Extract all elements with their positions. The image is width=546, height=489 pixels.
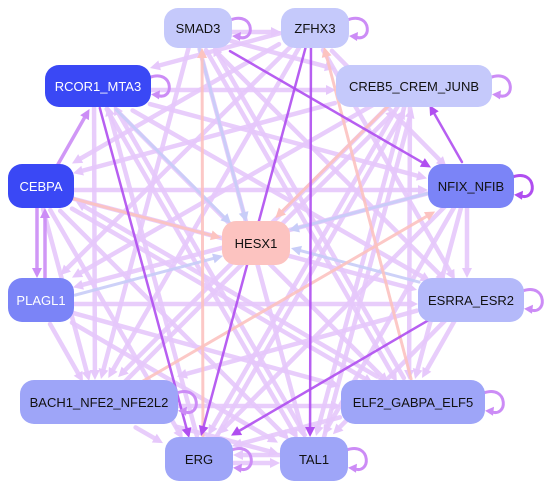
edge-zfhx3-bach1-28: [108, 43, 303, 378]
edge-nfix-creb5-0: [429, 105, 464, 164]
node-label-bach1-nfe2-nfe2l2: BACH1_NFE2_NFE2L2: [29, 394, 169, 410]
node-cebpa[interactable]: CEBPA: [8, 164, 74, 208]
edge-esrra-bach1-58: [176, 308, 420, 379]
self-loop-esrra: [521, 288, 544, 314]
node-tal1[interactable]: TAL1: [280, 437, 348, 481]
edge-plagl1-bach1-57: [47, 321, 84, 382]
edge-zfhx3-plagl1-27: [60, 42, 295, 276]
edge-creb5-hesx1-9: [275, 102, 392, 219]
edge-esrra-hesx1-17: [291, 245, 421, 284]
edge-plagl1-hesx1-16: [73, 253, 224, 297]
edge-esrra-erg-4: [230, 317, 433, 436]
node-zfhx3[interactable]: ZFHX3: [281, 8, 349, 48]
node-smad3[interactable]: SMAD3: [164, 8, 232, 48]
self-loop-elf2: [482, 390, 505, 416]
edge-cebpa-hesx1-13: [71, 197, 221, 241]
edge-tal1-creb5-72: [321, 108, 415, 441]
node-plagl1[interactable]: PLAGL1: [8, 278, 74, 322]
edge-rcor1-bach1-36: [89, 104, 100, 381]
edge-zfhx3-tal1-5: [305, 46, 316, 437]
self-loop-creb5: [489, 74, 512, 100]
edge-elf2-zfhx3-12: [321, 46, 413, 381]
edge-creb5-cebpa-37: [72, 100, 338, 176]
edge-elf2-erg-64: [231, 415, 343, 449]
node-label-zfhx3: ZFHX3: [294, 20, 336, 36]
edge-erg-smad3-10: [197, 47, 208, 439]
node-elf2-gabpa-elf5[interactable]: ELF2_GABPA_ELF5: [341, 380, 485, 424]
node-label-erg: ERG: [184, 451, 214, 467]
edge-plagl1-esrra-54: [71, 299, 418, 309]
node-erg[interactable]: ERG: [165, 437, 233, 481]
edge-plagl1-tal1-56: [69, 320, 278, 443]
edge-bach1-nfix-11: [137, 211, 436, 385]
node-label-elf2-gabpa-elf5: ELF2_GABPA_ELF5: [352, 394, 474, 410]
edge-cebpa-rcor1-8: [55, 108, 90, 168]
self-loop-rcor1: [148, 74, 171, 100]
node-bach1-nfe2-nfe2l2[interactable]: BACH1_NFE2_NFE2L2: [20, 380, 178, 424]
node-label-smad3: SMAD3: [175, 20, 221, 36]
node-label-esrra-esr2: ESRRA_ESR2: [428, 292, 514, 308]
edge-cebpa-plagl1-6: [32, 206, 42, 278]
self-loop-tal1: [345, 447, 368, 473]
edge-nfix-hesx1-15: [288, 192, 429, 233]
edge-plagl1-cebpa-7: [40, 208, 50, 280]
edge-creb5-erg-40: [208, 102, 401, 436]
edge-smad3-bach1-21: [98, 44, 192, 379]
node-label-nfix-nfib: NFIX_NFIB: [437, 178, 505, 194]
edge-smad3-hesx1-14: [198, 47, 249, 223]
edge-erg-creb5-70: [212, 108, 406, 442]
edge-rcor1-hesx1-18: [114, 108, 232, 224]
node-label-creb5-crem-junb: CREB5_CREM_JUNB: [348, 78, 480, 94]
edge-smad3-nfix-3: [228, 49, 431, 168]
node-label-tal1: TAL1: [298, 451, 330, 467]
node-label-plagl1: PLAGL1: [16, 292, 66, 308]
self-loop-zfhx3: [346, 16, 369, 41]
node-label-cebpa: CEBPA: [19, 178, 63, 194]
edge-nfix-esrra-53: [462, 205, 472, 278]
node-creb5-crem-junb[interactable]: CREB5_CREM_JUNB: [336, 65, 492, 107]
node-label-rcor1-mta3: RCOR1_MTA3: [54, 78, 142, 94]
edge-zfhx3-cebpa-26: [72, 41, 282, 164]
self-loop-smad3: [229, 16, 252, 41]
node-nfix-nfib[interactable]: NFIX_NFIB: [428, 164, 514, 208]
node-rcor1-mta3[interactable]: RCOR1_MTA3: [45, 65, 151, 107]
node-hesx1[interactable]: HESX1: [222, 221, 290, 265]
node-esrra-esr2[interactable]: ESRRA_ESR2: [418, 278, 524, 322]
edge-esrra-elf2-59: [422, 317, 458, 379]
edge-bach1-erg-63: [133, 425, 164, 444]
node-label-hesx1: HESX1: [234, 235, 278, 251]
self-loop-nfix: [511, 174, 534, 200]
self-loop-bach1: [175, 390, 198, 416]
edge-zfhx3-rcor1-25: [149, 30, 283, 71]
self-loop-erg: [230, 447, 253, 473]
edge-rcor1-erg-1: [98, 106, 192, 439]
